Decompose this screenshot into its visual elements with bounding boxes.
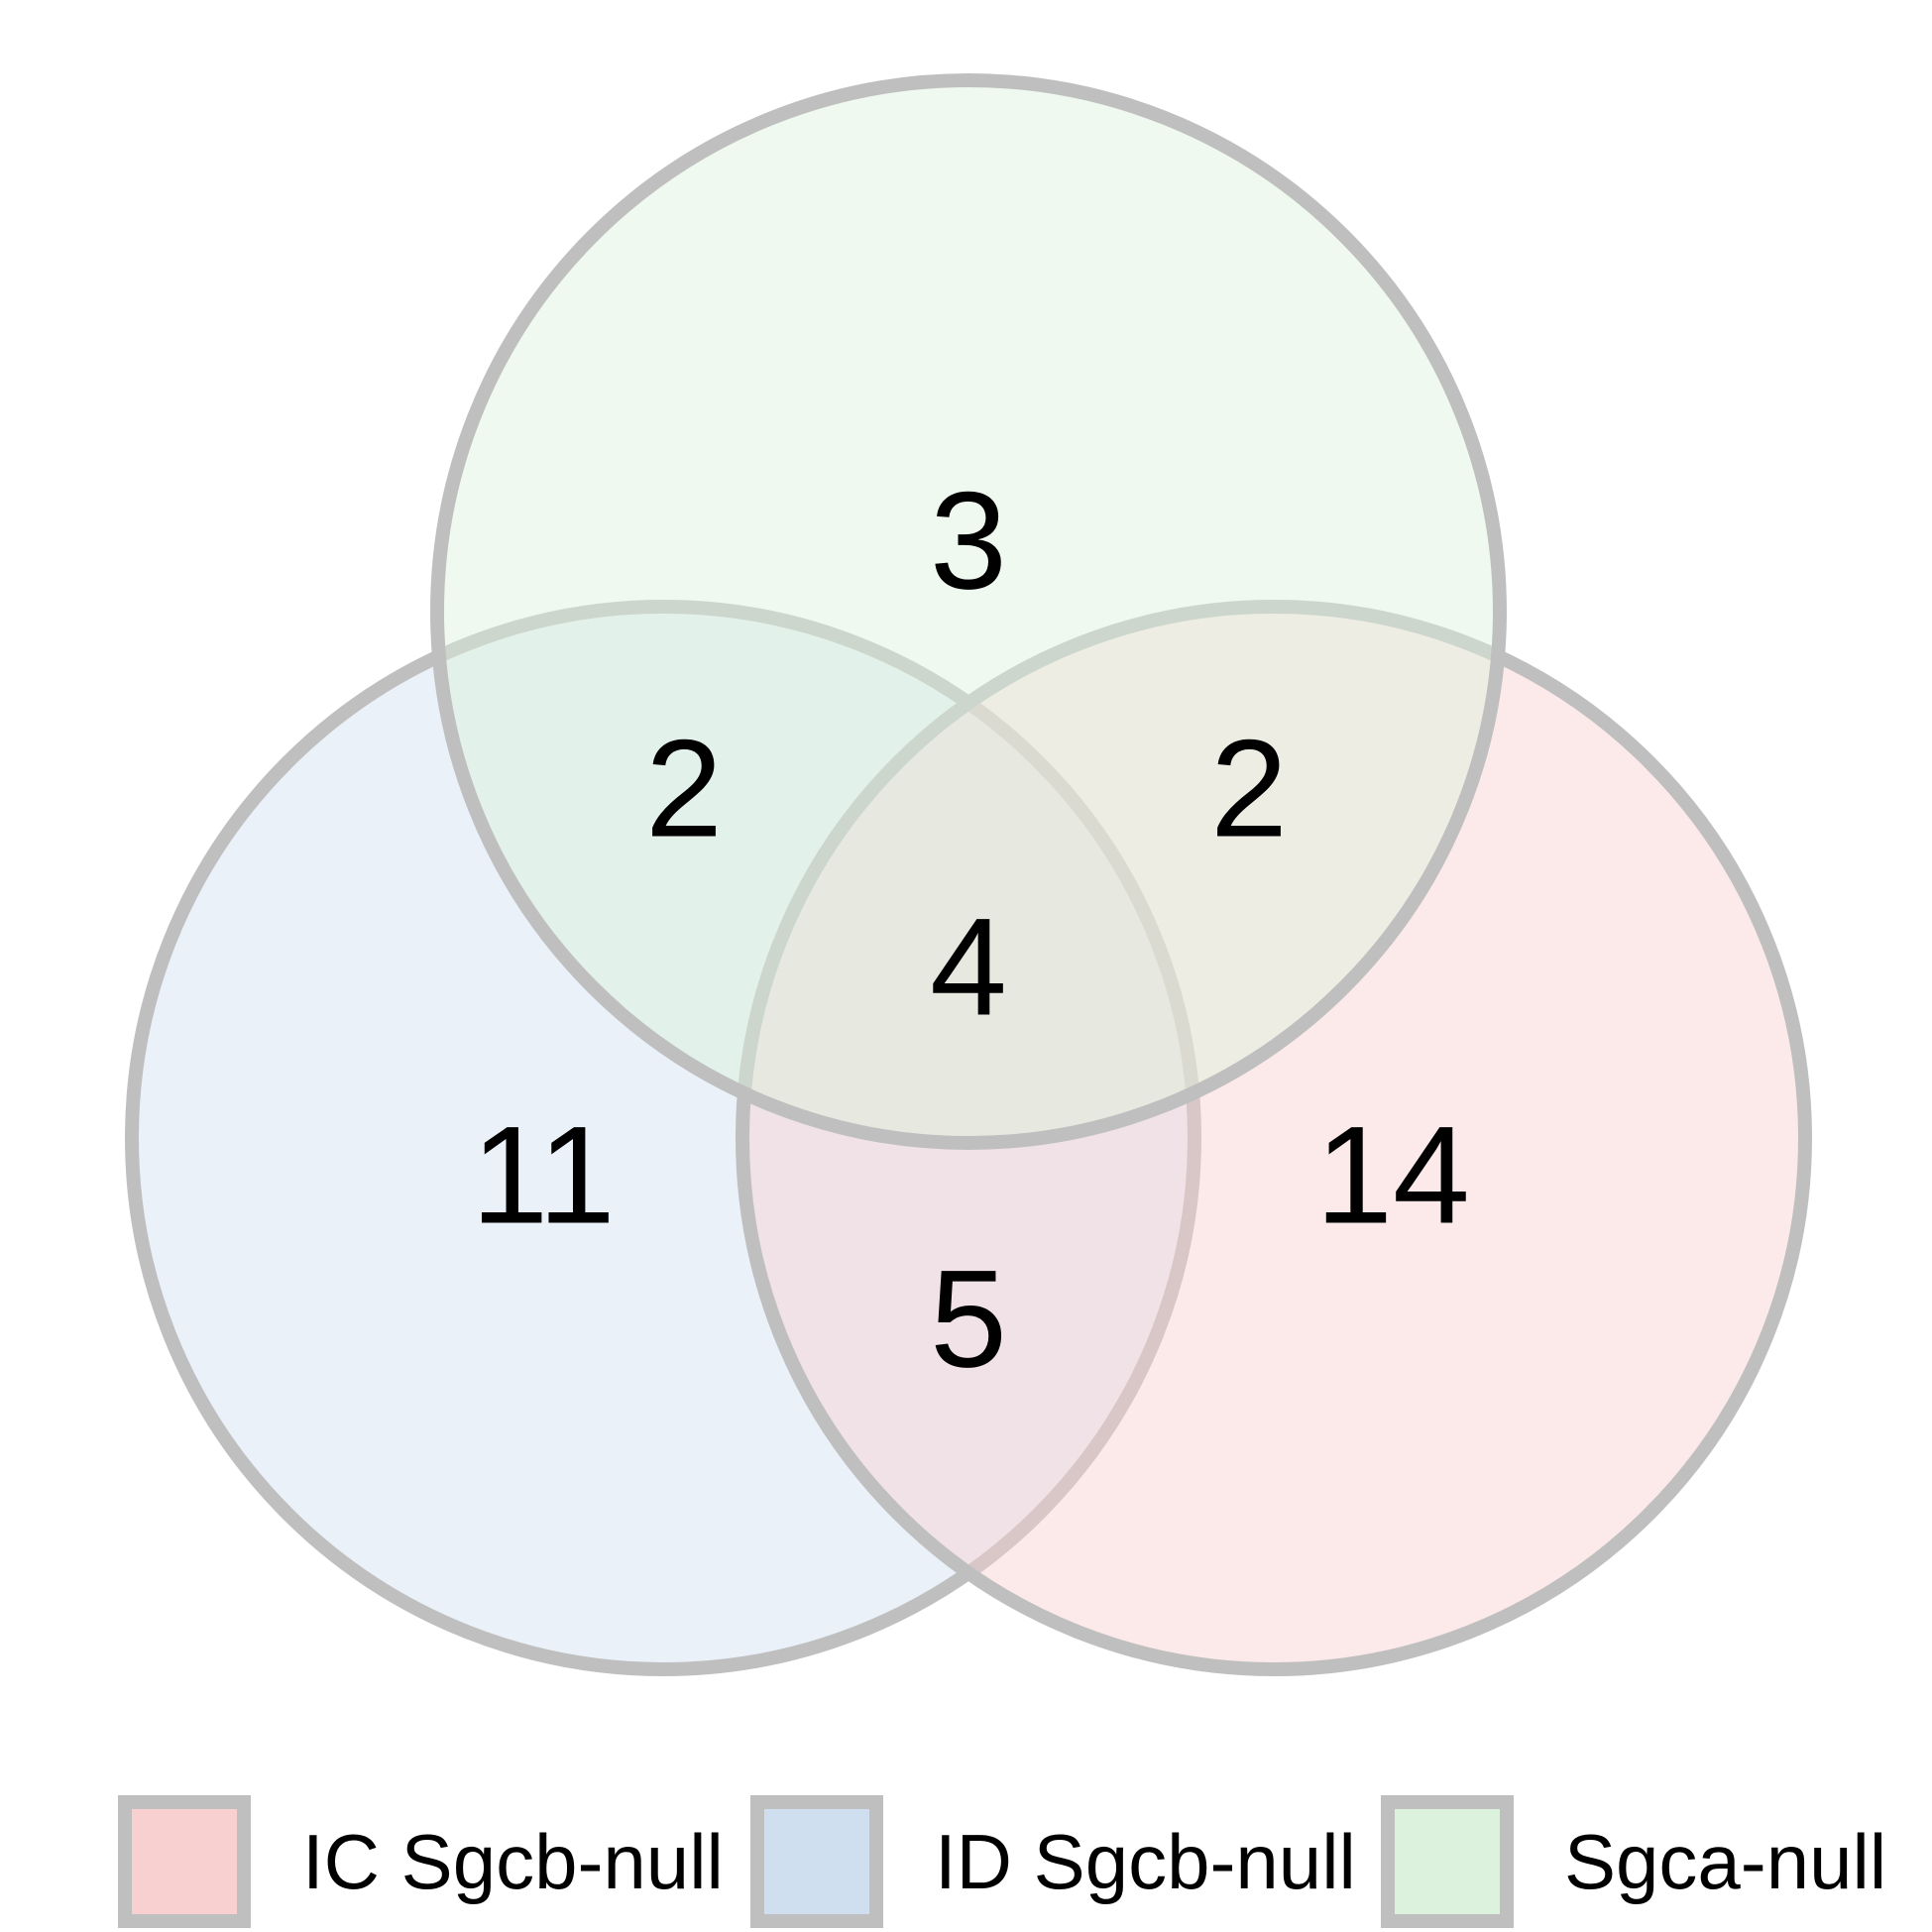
legend-label-id-sgcb-null: ID Sgcb-null (935, 1818, 1356, 1905)
count-ic-id-overlap: 5 (930, 1241, 1007, 1397)
count-all-three-overlap: 4 (930, 889, 1007, 1045)
count-id-only: 11 (471, 1097, 615, 1253)
count-id-sgca-overlap: 2 (645, 711, 723, 866)
legend-swatch-id-sgcb-null (750, 1795, 883, 1928)
legend-swatch-sgca-null (1381, 1795, 1514, 1928)
count-ic-only: 14 (1315, 1097, 1470, 1253)
count-ic-sgca-overlap: 2 (1210, 711, 1288, 866)
set-circle-id-sgcb-null (125, 600, 1201, 1676)
legend-label-ic-sgcb-null: IC Sgcb-null (302, 1818, 724, 1905)
legend-swatch-ic-sgcb-null (118, 1795, 251, 1928)
legend-label-sgca-null: Sgca-null (1564, 1818, 1886, 1905)
set-circle-ic-sgcb-null (736, 600, 1812, 1676)
count-sgca-only: 3 (930, 463, 1007, 619)
legend: IC Sgcb-null ID Sgcb-null Sgca-null (118, 1795, 1886, 1928)
set-circle-sgca-null (430, 73, 1507, 1150)
